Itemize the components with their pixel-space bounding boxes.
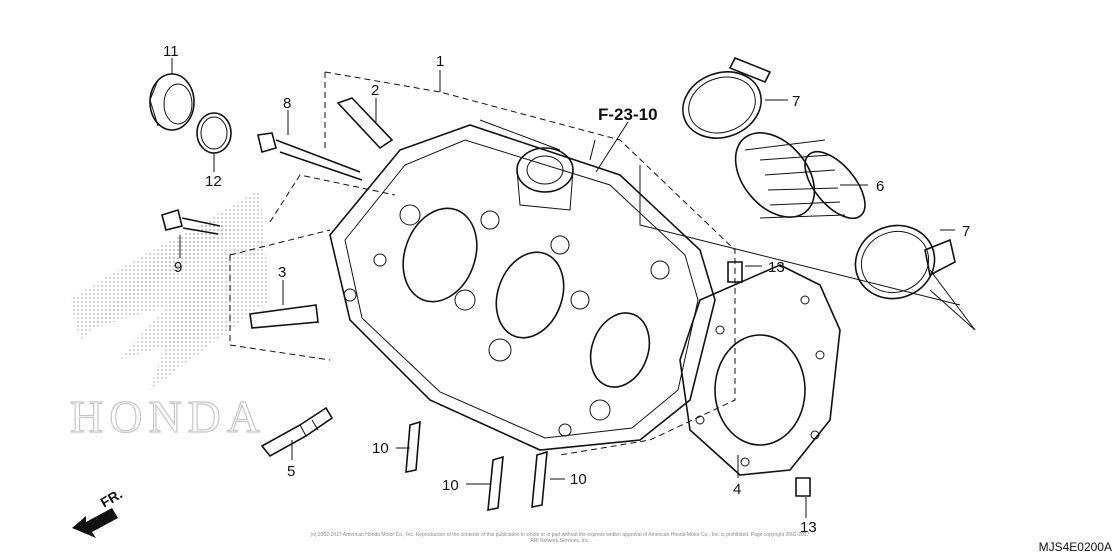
part-5-spark-plug	[260, 406, 334, 458]
callout-label: 13	[768, 259, 785, 276]
part-13-dowel	[727, 261, 811, 497]
front-direction-label: FR.	[98, 485, 126, 510]
callout-label: 11	[163, 43, 179, 60]
callout-label: 10	[570, 471, 587, 488]
callout-label: 3	[278, 264, 286, 281]
callout-label: 10	[442, 477, 459, 494]
part-12-o-ring	[196, 112, 232, 154]
callout-label: 5	[287, 463, 295, 480]
callout-label: 4	[733, 481, 741, 498]
part-9-bolt	[161, 208, 221, 235]
part-7-clamp-lower	[854, 224, 956, 300]
part-10-stud	[405, 420, 548, 511]
callout-label: 10	[372, 440, 389, 457]
part-2-dowel	[336, 97, 394, 150]
cylinder-head	[329, 124, 716, 451]
callout-label: 6	[876, 178, 884, 195]
head-gasket	[679, 264, 841, 476]
callout-label: 2	[371, 82, 379, 99]
part-8-bolt	[257, 132, 363, 181]
copyright-notice: (c) 2002-2017 American Honda Motor Co., …	[310, 532, 810, 544]
section-reference[interactable]: F-23-10	[598, 105, 658, 124]
part-7-clamp-upper	[682, 56, 772, 139]
callout-label: 7	[792, 93, 800, 110]
leader-lines	[171, 58, 955, 518]
honda-watermark-text: HONDA	[70, 391, 266, 442]
callout-label: 8	[283, 95, 291, 112]
front-direction-marker: FR.	[72, 485, 125, 538]
part-6-intake-boot	[734, 132, 866, 220]
diagram-code: MJS4E0200A	[1038, 540, 1112, 554]
callout-label: 1	[436, 53, 444, 70]
grouping-outline	[229, 71, 976, 456]
part-11-cap	[149, 73, 195, 131]
callout-label: 7	[962, 223, 970, 240]
callout-label: 12	[205, 173, 222, 190]
honda-wing-watermark: HONDA	[69, 190, 270, 443]
callout-label: 9	[174, 259, 182, 276]
part-3-dowel	[249, 304, 319, 329]
callout-label: 13	[800, 519, 817, 536]
